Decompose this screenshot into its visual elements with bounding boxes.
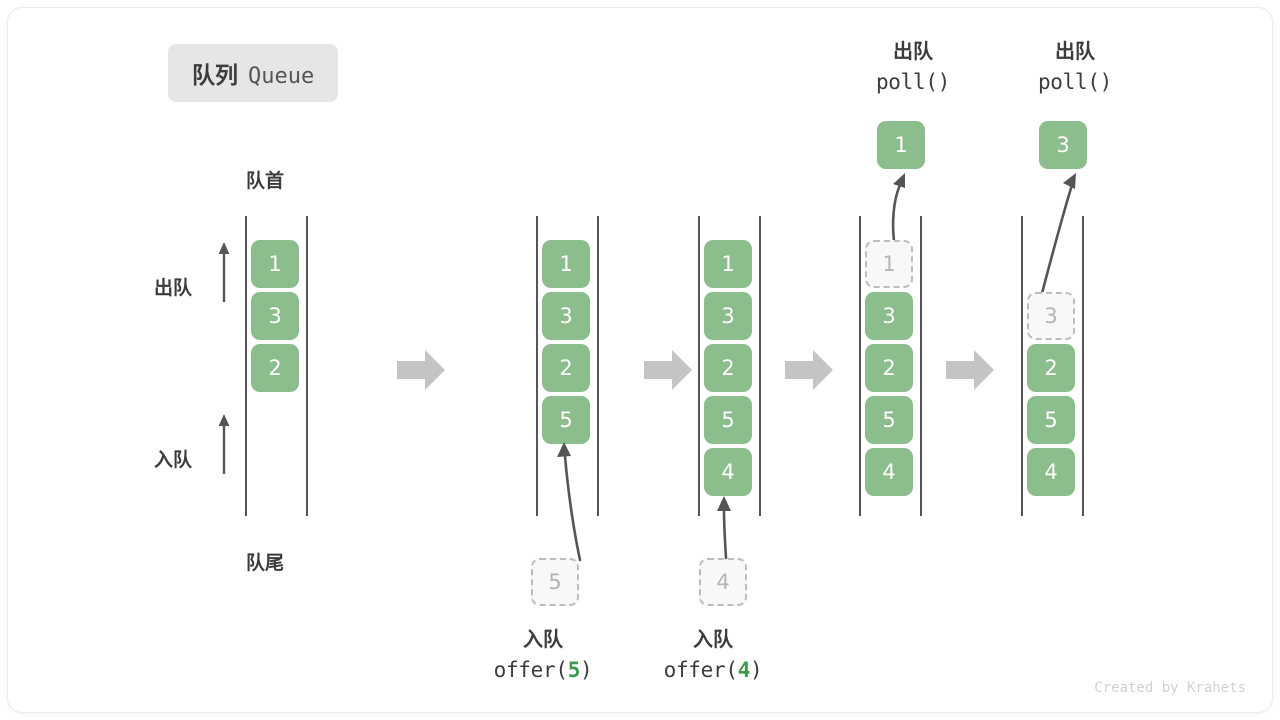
stage-4-cell-2: 2	[865, 344, 913, 392]
stage-3-pending-cell: 4	[699, 558, 747, 606]
stage-3-rail-right	[759, 216, 761, 516]
stage-1-rail-right	[306, 216, 308, 516]
stage-3-cell-0: 1	[704, 240, 752, 288]
stage-3-cell-4: 4	[704, 448, 752, 496]
stage-2-cell-3: 5	[542, 396, 590, 444]
stage-5-remove-arrow-icon	[1018, 171, 1088, 304]
flow-arrow-2-icon	[644, 348, 692, 392]
stage-2-cell-0: 1	[542, 240, 590, 288]
stage-4-rail-right	[920, 216, 922, 516]
queue-tail-label: 队尾	[246, 553, 285, 574]
dequeue-direction-arrow-icon	[216, 240, 232, 302]
offer-4-cn: 入队	[693, 629, 733, 651]
operation-offer-4-label: 入队 offer(4)	[633, 626, 793, 685]
footer-credit: Created by Krahets	[1094, 680, 1246, 696]
stage-5-rail-right	[1082, 216, 1084, 516]
flow-arrow-3-icon	[785, 348, 833, 392]
title-chinese: 队列	[192, 62, 238, 88]
poll-2-code: poll()	[1037, 70, 1113, 94]
stage-3-rail-left	[698, 216, 700, 516]
stage-5-popped-cell: 3	[1039, 121, 1087, 169]
stage-2-insert-arrow-icon	[538, 440, 598, 567]
dequeue-direction-label: 出队	[154, 278, 193, 299]
operation-offer-5-label: 入队 offer(5)	[463, 626, 623, 685]
stage-4-removing-cell: 1	[865, 240, 913, 288]
stage-3-cell-1: 3	[704, 292, 752, 340]
stage-3-cell-3: 5	[704, 396, 752, 444]
stage-2-rail-left	[536, 216, 538, 516]
stage-5-cell-2: 5	[1027, 396, 1075, 444]
stage-2-cell-2: 2	[542, 344, 590, 392]
offer-4-code: offer(4)	[663, 658, 763, 682]
stage-3-insert-arrow-icon	[708, 494, 748, 565]
diagram-canvas: 队列 Queue 队首 队尾 出队 入队 1 3 2 1 3 2 5 5	[8, 8, 1272, 712]
stage-1-rail-left	[245, 216, 247, 516]
poll-1-cn: 出队	[893, 41, 933, 63]
stage-5-cell-1: 2	[1027, 344, 1075, 392]
stage-1-cell-2: 2	[251, 344, 299, 392]
queue-head-label: 队首	[246, 171, 285, 192]
stage-4-cell-3: 5	[865, 396, 913, 444]
flow-arrow-1-icon	[397, 348, 445, 392]
stage-4-cell-4: 4	[865, 448, 913, 496]
stage-4-popped-cell: 1	[877, 121, 925, 169]
stage-1-cell-0: 1	[251, 240, 299, 288]
poll-1-code: poll()	[875, 70, 951, 94]
enqueue-direction-label: 入队	[154, 450, 193, 471]
stage-2-cell-1: 3	[542, 292, 590, 340]
title-english: Queue	[248, 64, 315, 89]
stage-4-cell-1: 3	[865, 292, 913, 340]
stage-5-rail-left	[1021, 216, 1023, 516]
offer-5-code: offer(5)	[493, 658, 593, 682]
stage-4-rail-left	[859, 216, 861, 516]
stage-2-rail-right	[597, 216, 599, 516]
enqueue-direction-arrow-icon	[216, 412, 232, 474]
flow-arrow-4-icon	[946, 348, 994, 392]
operation-poll-1-label: 出队 poll()	[818, 38, 1008, 97]
stage-5-removing-cell: 3	[1027, 292, 1075, 340]
stage-4-remove-arrow-icon	[860, 171, 920, 248]
diagram-title-badge: 队列 Queue	[168, 44, 339, 102]
operation-poll-2-label: 出队 poll()	[980, 38, 1170, 97]
poll-2-cn: 出队	[1055, 41, 1095, 63]
stage-2-pending-cell: 5	[531, 558, 579, 606]
stage-1-cell-1: 3	[251, 292, 299, 340]
stage-3-cell-2: 2	[704, 344, 752, 392]
offer-5-cn: 入队	[523, 629, 563, 651]
stage-5-cell-3: 4	[1027, 448, 1075, 496]
